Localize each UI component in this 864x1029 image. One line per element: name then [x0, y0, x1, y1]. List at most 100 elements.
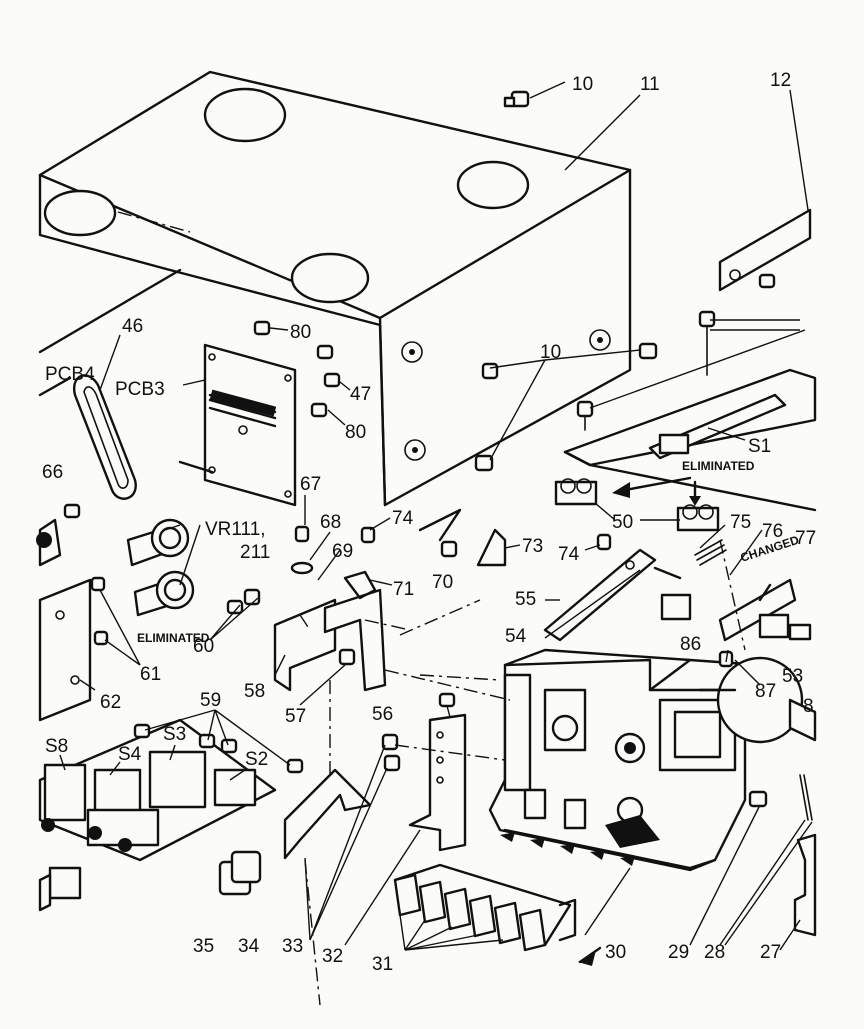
label-68: 68 — [320, 512, 341, 533]
screw-60 — [243, 588, 261, 606]
label-57: 57 — [285, 706, 306, 727]
bracket — [323, 588, 387, 692]
label-74: 74 — [558, 544, 580, 565]
plate-34 — [283, 768, 372, 860]
cover-hole — [456, 160, 530, 210]
label-75: 75 — [730, 512, 751, 533]
screw-80 — [253, 320, 271, 336]
label-34: 34 — [238, 936, 260, 957]
screw-29 — [748, 790, 768, 808]
label-31: 31 — [372, 954, 393, 975]
screw-10 — [503, 90, 530, 108]
part-73 — [476, 528, 507, 567]
label-74: 74 — [392, 508, 414, 529]
part-76 — [660, 593, 692, 621]
screw — [576, 400, 594, 418]
part-27 — [793, 833, 817, 937]
label-80: 80 — [290, 322, 311, 343]
label-54: 54 — [505, 626, 527, 647]
label-29: 29 — [668, 942, 689, 963]
label-12: 12 — [770, 70, 791, 91]
label-10: 10 — [572, 74, 593, 95]
screw-47 — [323, 372, 341, 388]
part — [788, 623, 812, 641]
label-eliminated: ELIMINATED — [682, 459, 755, 473]
label-s8: S8 — [45, 736, 68, 757]
screw — [698, 310, 716, 328]
label-s2: S2 — [245, 749, 268, 770]
pcb4-edge — [38, 268, 182, 354]
label-67: 67 — [300, 474, 321, 495]
board-62 — [38, 578, 92, 722]
screw-70 — [440, 540, 458, 558]
label-s3: S3 — [163, 724, 186, 745]
bracket-12 — [718, 208, 812, 292]
label-56: 56 — [372, 704, 393, 725]
keys-31 — [393, 863, 577, 952]
label-58: 58 — [244, 681, 265, 702]
label-87: 87 — [755, 681, 776, 702]
pcb3-board — [203, 343, 297, 507]
part-50 — [554, 480, 598, 506]
screw — [316, 344, 334, 360]
label-vr211: 211 — [240, 542, 270, 563]
screw-10 — [474, 342, 658, 472]
label-pcb3: PCB3 — [115, 379, 165, 400]
label-71: 71 — [393, 579, 414, 600]
label-53: 53 — [782, 666, 803, 687]
screw-60 — [226, 599, 244, 615]
label-76: 76 — [762, 521, 783, 542]
label-80: 80 — [345, 422, 366, 443]
part-71 — [343, 570, 377, 600]
screw-67 — [294, 525, 310, 543]
washer-68 — [290, 561, 314, 575]
label-50: 50 — [612, 512, 633, 533]
screw-33 — [381, 733, 399, 751]
label-59: 59 — [200, 690, 221, 711]
label-33: 33 — [282, 936, 303, 957]
label-s1: S1 — [748, 436, 771, 457]
belt-46 — [72, 374, 137, 500]
label-32: 32 — [322, 946, 343, 967]
label-61: 61 — [140, 664, 161, 685]
label-69: 69 — [332, 541, 353, 562]
screw-80 — [310, 402, 328, 418]
label-66: 66 — [42, 462, 63, 483]
label-55: 55 — [515, 589, 536, 610]
label-s4: S4 — [118, 744, 142, 765]
label-73: 73 — [522, 536, 543, 557]
part-labels: 10 11 12 10 46 PCB4 PCB3 80 47 80 S1 ELI… — [42, 70, 816, 975]
screw-74 — [360, 526, 376, 544]
label-10: 10 — [540, 342, 561, 363]
screw-61 — [90, 576, 106, 592]
screw-57 — [338, 648, 356, 666]
bracket-58 — [273, 598, 337, 692]
part-8 — [788, 698, 817, 742]
label-60: 60 — [193, 636, 214, 657]
cover-hole — [43, 189, 117, 237]
cover-hole — [203, 87, 287, 143]
label-77: 77 — [795, 528, 816, 549]
vr111-pots — [36, 503, 195, 617]
screw-56 — [438, 692, 456, 708]
part-50 — [676, 506, 720, 532]
leader-lines — [59, 81, 813, 951]
label-46: 46 — [122, 316, 143, 337]
label-30: 30 — [605, 942, 626, 963]
label-62: 62 — [100, 692, 121, 713]
label-47: 47 — [350, 384, 371, 405]
label-70: 70 — [432, 572, 453, 593]
label-11: 11 — [640, 74, 660, 95]
label-pcb4: PCB4 — [45, 364, 95, 385]
top-cover — [38, 70, 632, 507]
screw-74 — [596, 533, 612, 551]
label-eliminated: ELIMINATED — [137, 631, 210, 645]
cover-hole — [290, 252, 370, 304]
label-86: 86 — [680, 634, 701, 655]
label-8: 8 — [803, 696, 814, 717]
switch-board — [38, 718, 304, 862]
motor-53 — [716, 656, 804, 744]
label-27: 27 — [760, 942, 781, 963]
